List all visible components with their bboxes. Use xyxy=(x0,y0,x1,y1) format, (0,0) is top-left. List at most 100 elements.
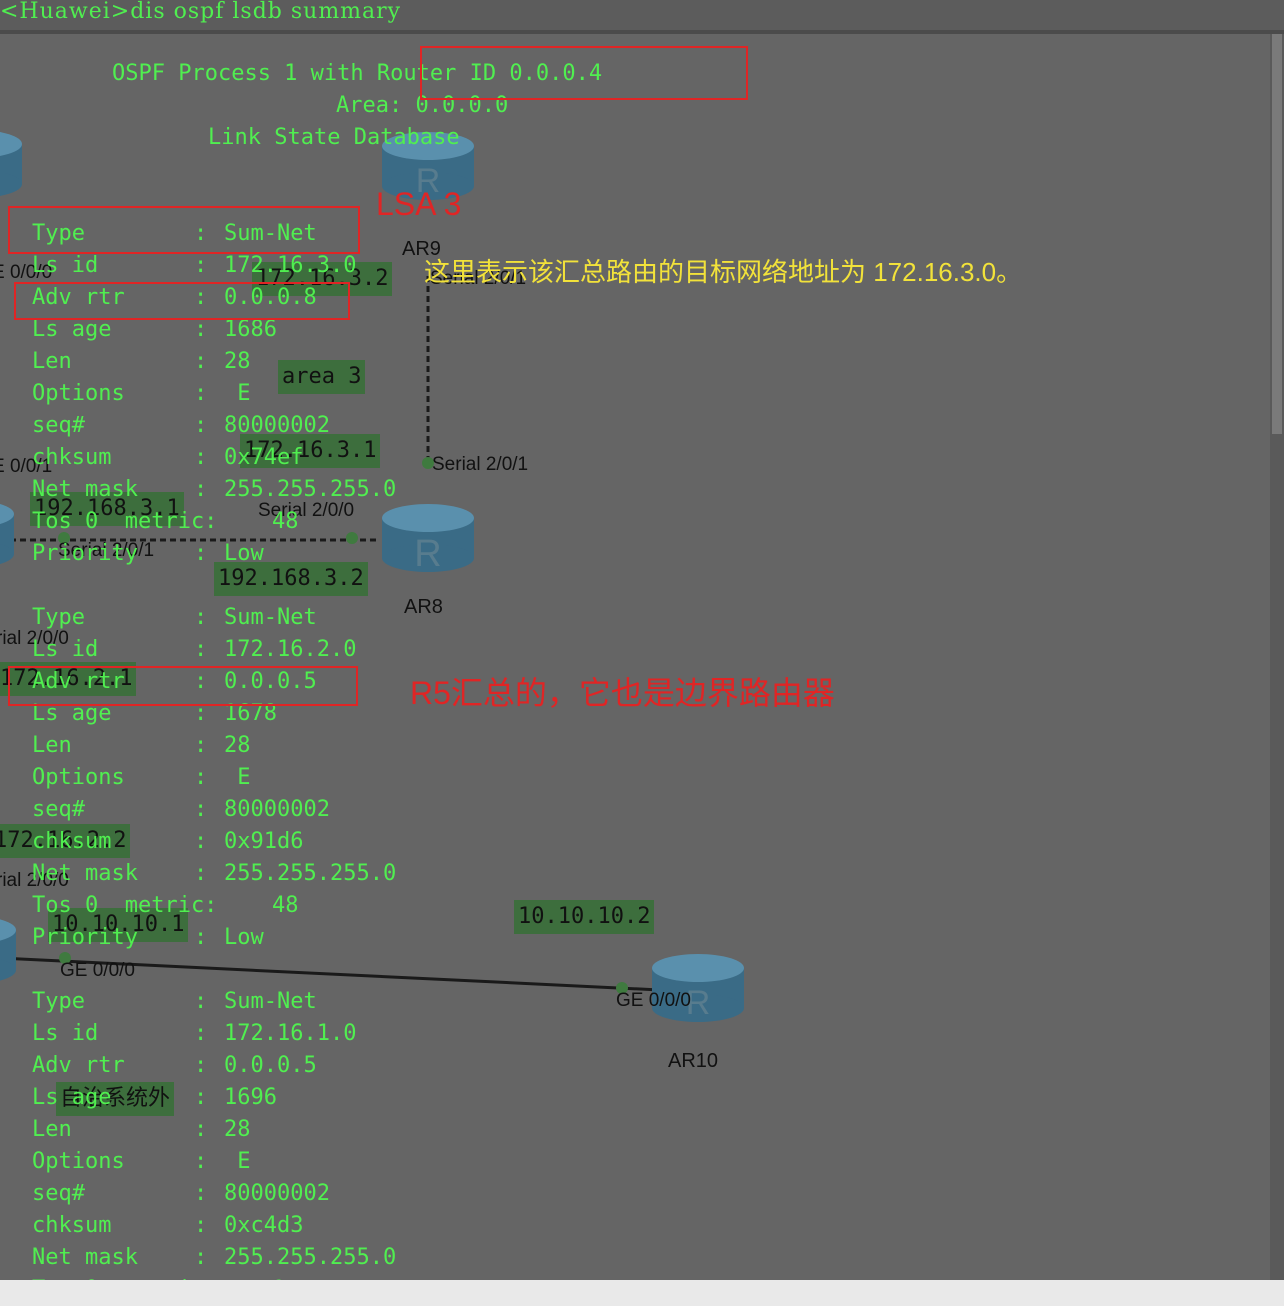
lsa-field-label-len: Len xyxy=(32,1117,72,1142)
lsa-field-separator: : xyxy=(194,637,208,662)
command-line: <Huawei>dis ospf lsdb summary xyxy=(0,0,402,24)
router-id-highlight xyxy=(420,46,748,100)
lsa-field-label-seq: seq# xyxy=(32,1181,85,1206)
port-label: rial 2/0/0 xyxy=(0,870,69,891)
adv-rtr-highlight xyxy=(8,666,358,706)
lsa-field-label-ls-age: Ls age xyxy=(32,1085,112,1110)
port-dot xyxy=(616,982,628,994)
lsa-field-separator: : xyxy=(194,349,208,374)
terminal-background xyxy=(0,0,1270,1280)
lsa-field-value-net-mask: 255.255.255.0 xyxy=(224,861,397,886)
lsa-field-value-seq: 80000002 xyxy=(224,797,330,822)
port-label: E 0/0/1 xyxy=(0,456,53,477)
command-bar xyxy=(0,0,1284,34)
lsa-field-value-adv-rtr: 0.0.0.5 xyxy=(224,1053,317,1078)
lsa-field-separator: : xyxy=(194,445,208,470)
lsa-field-label-type: Type xyxy=(32,221,85,246)
router-icon: R xyxy=(382,504,474,572)
lsa-field-value-priority: Low xyxy=(224,925,264,950)
lsa-field-value-chksum: 0xc4d3 xyxy=(224,1213,304,1238)
router-label-ar8: AR8 xyxy=(404,596,443,618)
lsa-field-label-ls-age: Ls age xyxy=(32,317,112,342)
lsa-field-separator: : xyxy=(194,285,208,310)
router-icon xyxy=(0,503,14,565)
lsa-field-separator: : xyxy=(194,1053,208,1078)
port-label: GE 0/0/0 xyxy=(616,990,691,1011)
ip-label: 10.10.10.2 xyxy=(514,900,655,934)
router-icon xyxy=(0,919,16,981)
ip-label: 172.16.2.2 xyxy=(0,824,131,858)
port-label: Serial 2/0/1 xyxy=(430,268,527,289)
lsa-field-separator: : xyxy=(194,797,208,822)
lsa-field-value-len: 28 xyxy=(224,1117,251,1142)
lsa-field-separator: : xyxy=(194,861,208,886)
lsa-field-label-options: Options xyxy=(32,765,125,790)
router-id: Router ID 0.0.0.4 xyxy=(376,61,603,86)
link-ar10-left xyxy=(0,956,661,992)
type-highlight xyxy=(8,206,360,254)
bottom-strip xyxy=(0,1280,1284,1306)
lsa-field-value-ls-id: 172.16.2.0 xyxy=(224,637,357,662)
area-label: area 3 xyxy=(278,360,366,394)
lsa-field-value-net-mask: 255.255.255.0 xyxy=(224,1245,397,1270)
lsa-field-value-options: E xyxy=(224,381,251,406)
vertical-scrollbar[interactable] xyxy=(1270,34,1284,1280)
lsa-field-label-type: Type xyxy=(32,989,85,1014)
ip-label: 172.16.3.1 xyxy=(240,434,381,468)
port-dot xyxy=(422,457,434,469)
lsa-field-label-options: Options xyxy=(32,381,125,406)
ip-label: 172.16.3.2 xyxy=(252,262,393,296)
lsa-field-separator: : xyxy=(194,221,208,246)
lsa-field-label-type: Type xyxy=(32,605,85,630)
lsa-field-separator: : xyxy=(194,829,208,854)
port-dot xyxy=(58,532,70,544)
svg-text:R: R xyxy=(416,162,441,200)
lsa-field-separator: : xyxy=(194,413,208,438)
lsa-field-value-tos-metric: 48 xyxy=(272,509,299,534)
lsa-field-label-ls-id: Ls id xyxy=(32,637,99,662)
router-icon: R xyxy=(652,954,744,1022)
port-label: GE 0/0/0 xyxy=(60,960,135,981)
lsa-field-label-len: Len xyxy=(32,733,72,758)
r5-note: R5汇总的，它也是边界路由器 xyxy=(410,675,835,711)
lsa3-annotation: LSA 3 xyxy=(376,186,462,222)
lsa-field-label-tos: Tos 0 metric: xyxy=(32,509,218,534)
lsa-field-label-chksum: chksum xyxy=(32,445,112,470)
lsa-field-value-chksum: 0x74ef xyxy=(224,445,304,470)
lsa-field-label-tos: Tos 0 metric: xyxy=(32,893,218,918)
lsa-field-label-options: Options xyxy=(32,1149,125,1174)
lsa-field-value-net-mask: 255.255.255.0 xyxy=(224,477,397,502)
lsa-field-separator: : xyxy=(194,989,208,1014)
lsdb-title: Link State Database xyxy=(208,125,460,150)
lsa-field-label-net-mask: Net mask xyxy=(32,477,138,502)
router-label-ar9: AR9 xyxy=(402,238,441,260)
svg-text:R: R xyxy=(414,533,441,572)
lsa-field-value-ls-id: 172.16.1.0 xyxy=(224,1021,357,1046)
lsa-field-separator: : xyxy=(194,733,208,758)
router-icon xyxy=(0,132,22,196)
lsa-field-separator: : xyxy=(194,541,208,566)
lsa-field-separator: : xyxy=(194,701,208,726)
lsa-field-separator: : xyxy=(194,381,208,406)
ospf-process-line: OSPF Process 1 with Router ID 0.0.0.4 xyxy=(112,58,602,90)
lsa-field-value-len: 28 xyxy=(224,349,251,374)
port-label: Serial 2/0/1 xyxy=(58,540,155,561)
area-line: Area: 0.0.0.0 xyxy=(336,93,509,118)
lsa-field-separator: : xyxy=(194,1085,208,1110)
lsa-field-label-adv-rtr: Adv rtr xyxy=(32,285,125,310)
lsa-field-label-seq: seq# xyxy=(32,797,85,822)
lsa-field-separator: : xyxy=(194,605,208,630)
adv-rtr-highlight xyxy=(14,282,350,320)
port-dot xyxy=(59,952,71,964)
lsa-field-separator: : xyxy=(194,1021,208,1046)
svg-text:R: R xyxy=(686,984,711,1022)
scrollbar-thumb[interactable] xyxy=(1272,34,1282,434)
lsa-field-label-chksum: chksum xyxy=(32,1213,112,1238)
lsa-field-label-net-mask: Net mask xyxy=(32,1245,138,1270)
lsa-field-label-ls-id: Ls id xyxy=(32,253,99,278)
lsa-field-separator: : xyxy=(194,669,208,694)
lsa-field-separator: : xyxy=(194,1213,208,1238)
port-label: rial 2/0/0 xyxy=(0,628,69,649)
lsa-field-label-adv-rtr: Adv rtr xyxy=(32,1053,125,1078)
lsa-field-value-ls-age: 1686 xyxy=(224,317,277,342)
